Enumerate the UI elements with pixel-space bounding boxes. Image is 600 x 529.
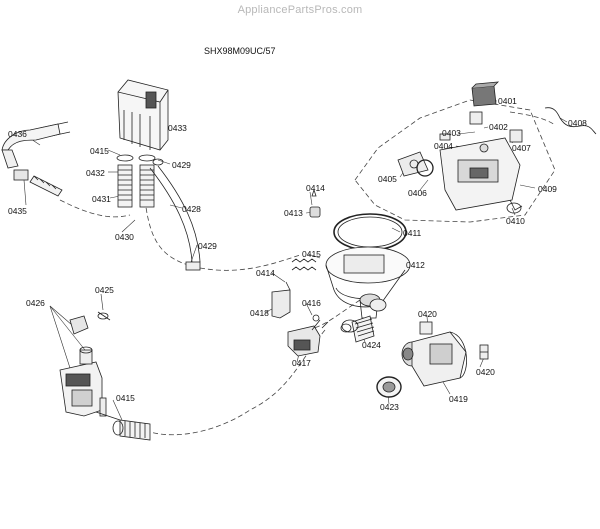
part-label: 0420 (418, 309, 437, 319)
drain-hose-elbow (1, 121, 71, 197)
sump-assembly (325, 213, 411, 319)
hose-0428 (149, 165, 201, 271)
watermark: AppliancePartsPros.com (237, 4, 363, 16)
part-label: 0418 (250, 308, 269, 318)
part-label: 0429 (198, 241, 217, 251)
heater-assembly-0409 (397, 111, 523, 214)
center-spring-parts (285, 258, 320, 322)
dashed-connector-lines (59, 99, 556, 436)
valve-assembly-0426 (59, 315, 121, 421)
part-label: 0414 (256, 268, 275, 278)
part-label: 0425 (95, 285, 114, 295)
part-label: 0414 (306, 183, 325, 193)
part-label: 0431 (92, 194, 111, 204)
corrugated-0424 (340, 315, 375, 343)
small-parts-upper-mid (309, 188, 321, 218)
part-label: 0419 (449, 394, 468, 404)
part-label: 0424 (362, 340, 381, 350)
part-label: 0423 (380, 402, 399, 412)
part-label: 0436 (8, 129, 27, 139)
seal-0423 (376, 376, 402, 398)
part-label: 0430 (115, 232, 134, 242)
bracket-0418 (271, 289, 291, 319)
part-label: 0403 (442, 128, 461, 138)
model-number: SHX98M09UC/57 (204, 46, 276, 56)
part-label: 0435 (8, 206, 27, 216)
part-label: 0433 (168, 123, 187, 133)
part-label: 0405 (378, 174, 397, 184)
wire-0408 (544, 107, 597, 135)
part-label: 0409 (538, 184, 557, 194)
part-label: 0415 (90, 146, 109, 156)
part-label: 0402 (489, 122, 508, 132)
part-label: 0411 (403, 228, 422, 238)
part-label: 0429 (172, 160, 191, 170)
part-label: 0406 (408, 188, 427, 198)
corrugated-lower-0415 (112, 419, 151, 441)
part-label: 0415 (116, 393, 135, 403)
part-label: 0407 (512, 143, 531, 153)
circulation-pump-0419 (401, 331, 467, 387)
part-label: 0413 (284, 208, 303, 218)
part-label: 0401 (498, 96, 517, 106)
part-label: 0415 (302, 249, 321, 259)
part-label: 0404 (434, 141, 453, 151)
part-label: 0410 (506, 216, 525, 226)
bracket-0433 (117, 79, 169, 151)
part-label: 0416 (302, 298, 321, 308)
part-label: 0426 (26, 298, 45, 308)
module-0401 (471, 81, 500, 107)
part-label: 0412 (406, 260, 425, 270)
part-label: 0428 (182, 204, 201, 214)
part-label: 0420 (476, 367, 495, 377)
pump-0417 (287, 319, 329, 357)
clips-0420 (419, 321, 489, 360)
part-label: 0417 (292, 358, 311, 368)
clip-0425 (97, 311, 111, 321)
corrugated-hoses (116, 154, 164, 208)
part-label: 0432 (86, 168, 105, 178)
part-label: 0408 (568, 118, 587, 128)
